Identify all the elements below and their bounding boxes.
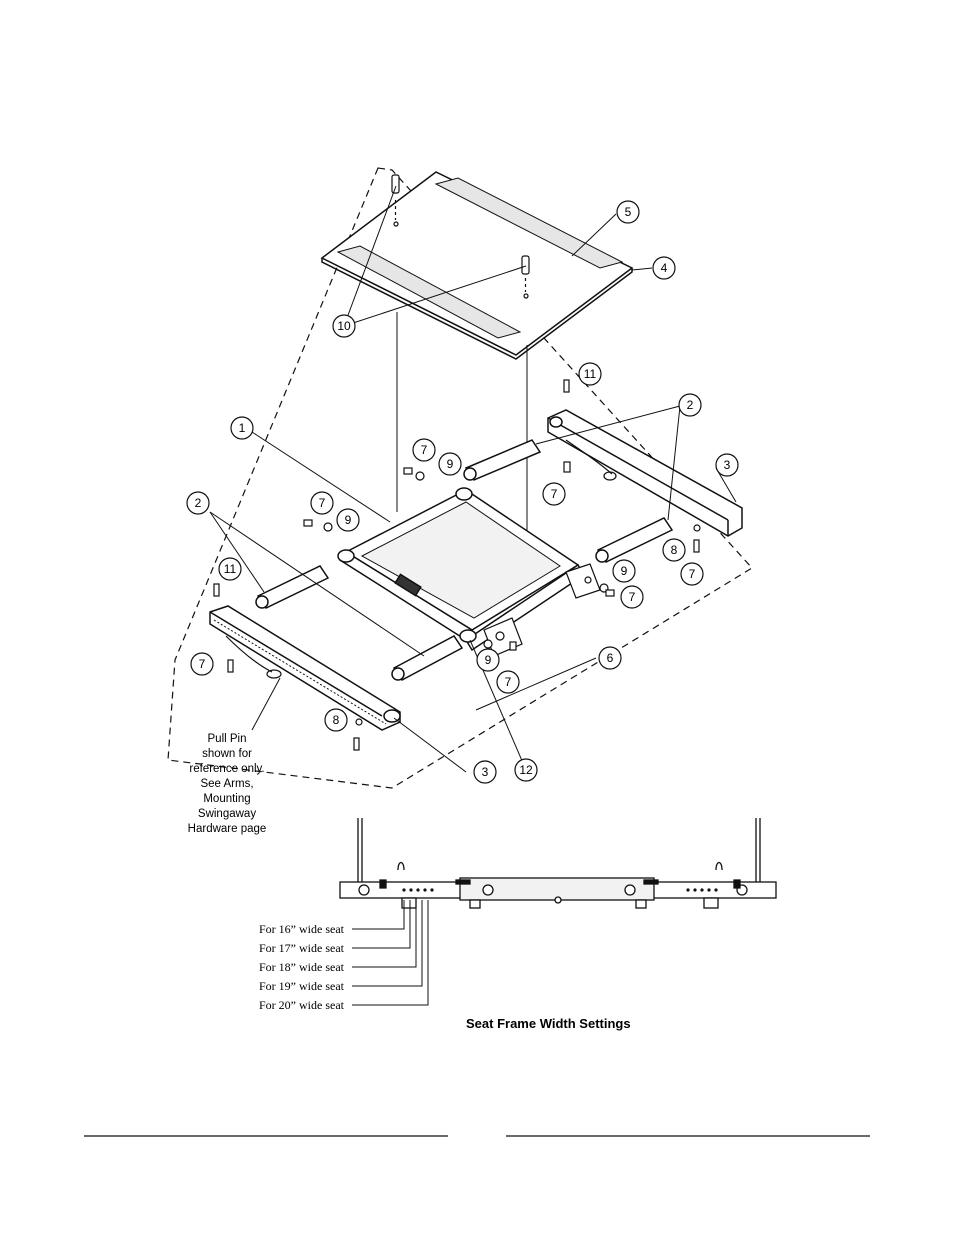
callout-10-label: 10 [337, 319, 351, 333]
callout-5-label: 5 [625, 205, 632, 219]
callout-9a-label: 9 [447, 457, 454, 471]
callout-3b-label: 3 [482, 765, 489, 779]
callout-2a-label: 2 [195, 496, 202, 510]
callout-10: 10 [332, 314, 356, 338]
callout-9a: 9 [438, 452, 462, 476]
screw-10-left [391, 174, 400, 227]
width-label-20: For 20” wide seat [259, 998, 345, 1012]
callout-7d-label: 7 [689, 567, 696, 581]
width-label-16: For 16” wide seat [259, 922, 345, 936]
note-line-6: Swingaway [198, 808, 256, 820]
callout-2b: 2 [678, 393, 702, 417]
hardware-pieces [213, 379, 701, 751]
pull-pin-right [565, 439, 617, 481]
callout-8b: 8 [324, 708, 348, 732]
callout-3a: 3 [715, 453, 739, 477]
callout-6-label: 6 [607, 651, 614, 665]
callout-1: 1 [230, 416, 254, 440]
callout-12-label: 12 [519, 763, 533, 777]
callout-9c: 9 [612, 559, 636, 583]
tube-2-c [255, 565, 330, 609]
callout-11a-label: 11 [584, 367, 597, 381]
callout-7b: 7 [310, 491, 334, 515]
callout-3b: 3 [473, 760, 497, 784]
note-line-3: reference only. [189, 763, 264, 775]
width-leader-lines [352, 900, 429, 1006]
width-label-19: For 19” wide seat [259, 979, 345, 993]
callout-7e-label: 7 [629, 590, 636, 604]
callout-9b-label: 9 [345, 513, 352, 527]
side-rail-right [547, 409, 743, 537]
callout-7f-label: 7 [505, 675, 512, 689]
callout-9c-label: 9 [621, 564, 628, 578]
width-label-17: For 17” wide seat [259, 941, 345, 955]
side-rail-left [209, 605, 401, 731]
note-line-5: Mounting [203, 793, 250, 805]
width-label-18: For 18” wide seat [259, 960, 345, 974]
callout-11b-label: 11 [224, 562, 237, 576]
note-line-4: See Arms, [200, 778, 253, 790]
callout-1-label: 1 [239, 421, 246, 435]
note-line-1: Pull Pin [208, 733, 247, 745]
note-line-7: Hardware page [188, 823, 267, 835]
callout-12: 12 [514, 758, 538, 782]
callout-7f: 7 [496, 670, 520, 694]
tube-2-b [595, 517, 674, 563]
callout-7b-label: 7 [319, 496, 326, 510]
callout-9d-label: 9 [485, 653, 492, 667]
callout-7a: 7 [412, 438, 436, 462]
note-line-2: shown for [202, 748, 252, 760]
callout-2a: 2 [186, 491, 210, 515]
tube-2-a [463, 439, 542, 481]
callout-2b-label: 2 [687, 398, 694, 412]
callout-4-label: 4 [661, 261, 668, 275]
pull-pin-left [225, 635, 282, 679]
callout-6: 6 [598, 646, 622, 670]
callout-7g-label: 7 [199, 657, 206, 671]
assembly-dashed-outline [167, 167, 753, 789]
front-view-frame [339, 818, 777, 909]
callout-8b-label: 8 [333, 713, 340, 727]
screw-10-right [521, 255, 530, 299]
callout-7a-label: 7 [421, 443, 428, 457]
callout-4: 4 [652, 256, 676, 280]
seat-pan [320, 171, 634, 360]
tube-2-d [391, 635, 464, 681]
callout-11b: 11 [218, 557, 242, 581]
callout-9b: 9 [336, 508, 360, 532]
callout-8a: 8 [662, 538, 686, 562]
callout-11a: 11 [578, 362, 602, 386]
callout-7e: 7 [620, 585, 644, 609]
callout-7c: 7 [542, 482, 566, 506]
callout-5: 5 [616, 200, 640, 224]
callout-9d: 9 [476, 648, 500, 672]
callout-8a-label: 8 [671, 543, 678, 557]
callout-7d: 7 [680, 562, 704, 586]
callout-7c-label: 7 [551, 487, 558, 501]
pull-pin-note: Pull Pin shown for reference only. See A… [188, 733, 267, 835]
seat-frame [337, 487, 586, 652]
callout-7g: 7 [190, 652, 214, 676]
figure-caption: Seat Frame Width Settings [466, 1016, 631, 1031]
callout-3a-label: 3 [724, 458, 731, 472]
front-view-holes [402, 888, 718, 892]
